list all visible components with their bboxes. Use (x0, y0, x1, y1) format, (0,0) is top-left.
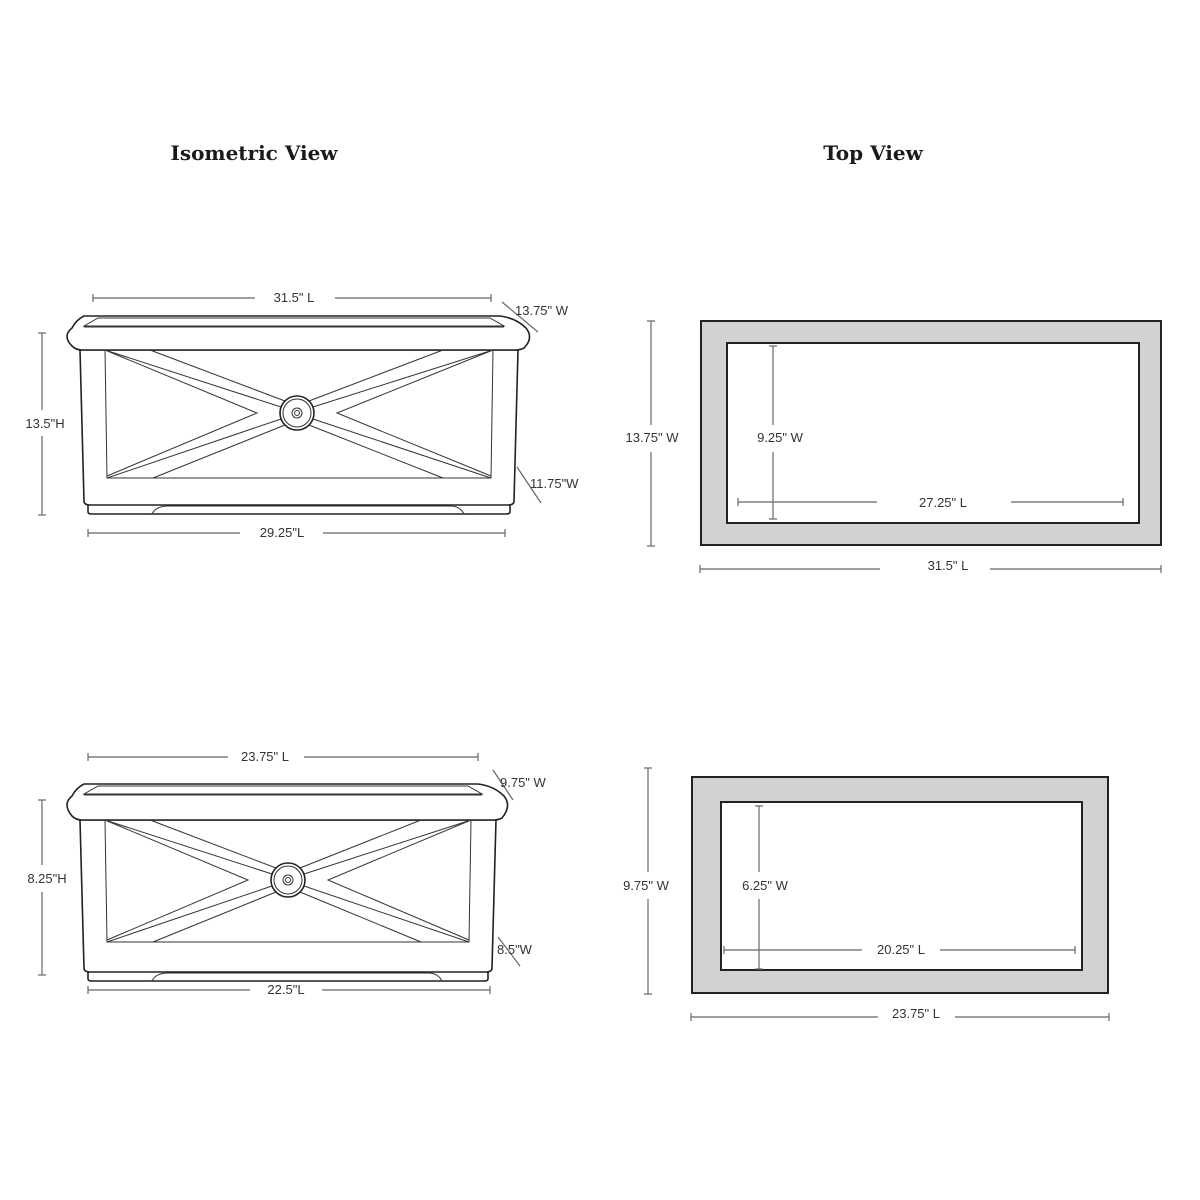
planter-rim-top (82, 317, 506, 327)
medallion-center (291, 407, 303, 419)
planter-rim (66, 783, 509, 821)
planter-base-recess (151, 505, 465, 515)
large-inner-length-label: 27.25" L (919, 495, 967, 510)
small-base-width-label: 8.5"W (497, 942, 533, 957)
medallion-ring (282, 398, 312, 428)
large-outer-length-label: 31.5" L (928, 558, 969, 573)
small-height-label: 8.25"H (27, 871, 66, 886)
small-outer-length-label: 23.75" L (892, 1006, 940, 1021)
small-top-width-label: 9.75" W (500, 775, 547, 790)
medallion-center (282, 874, 294, 886)
planter-base-recess (151, 972, 443, 982)
planter-cross-inner (104, 349, 494, 477)
small-base-length-label: 22.5"L (267, 982, 304, 997)
small-inner-opening (720, 801, 1083, 971)
large-top-width-label: 13.75" W (515, 303, 569, 318)
large-inner-width-label: 9.25" W (757, 430, 804, 445)
planter-cross-bars (104, 819, 472, 943)
large-inner-opening (726, 342, 1140, 524)
small-planter-top-view: 9.75" W 6.25" W 20.25" L 23.75" L (623, 767, 1110, 1021)
large-top-length-label: 31.5" L (274, 290, 315, 305)
large-height-label: 13.5"H (25, 416, 64, 431)
large-planter-isometric-drawing (66, 315, 531, 515)
small-outer-width-label: 9.75" W (623, 878, 670, 893)
small-top-length-label: 23.75" L (241, 749, 289, 764)
planter-rim (66, 315, 531, 351)
large-base-length-label: 29.25"L (260, 525, 304, 540)
small-planter-isometric-drawing (66, 783, 509, 982)
large-base-width-label: 11.75"W (530, 476, 579, 491)
large-outer-width-label: 13.75" W (625, 430, 679, 445)
small-inner-length-label: 20.25" L (877, 942, 925, 957)
isometric-view-title: Isometric View (170, 141, 338, 165)
planter-panel (104, 819, 472, 943)
planter-cross-bars (104, 349, 494, 479)
small-isometric-dimensions: 23.75" L 9.75" W 8.25"H 8.5"W 22.5"L (27, 749, 546, 997)
medallion-outer (270, 862, 306, 898)
medallion-ring (273, 865, 303, 895)
top-view-title: Top View (823, 141, 923, 165)
medallion-dot (285, 877, 291, 883)
small-inner-width-label: 6.25" W (742, 878, 789, 893)
planter-rim-top (82, 785, 484, 795)
medallion-outer (279, 395, 315, 431)
large-isometric-dimensions: 31.5" L 13.75" W 13.5"H 11.75"W 29.25"L (25, 290, 579, 540)
planter-cross-inner (104, 819, 472, 941)
planter-panel (104, 349, 494, 479)
medallion-dot (294, 410, 300, 416)
large-planter-top-view: 13.75" W 9.25" W 27.25" L 31.5" L (625, 320, 1162, 573)
